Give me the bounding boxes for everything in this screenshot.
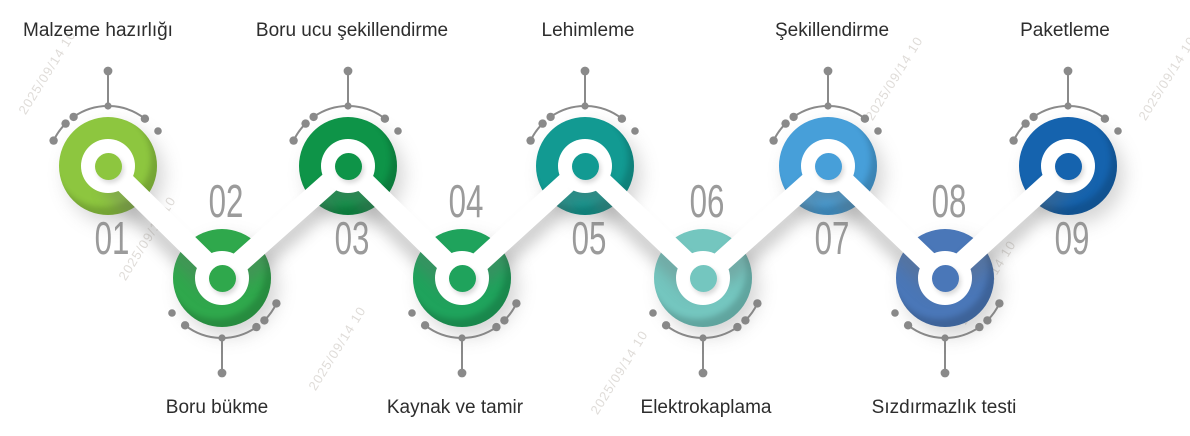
step-center-dot [1054,152,1082,180]
step-center-dot [334,152,362,180]
arc-dots-icon [289,66,402,145]
step-center-dot [208,264,236,292]
compass-arc-decoration [278,61,418,161]
compass-arc-decoration [633,283,773,383]
step-center-dot [571,152,599,180]
compass-arc-decoration [998,61,1138,161]
compass-arc-decoration [758,61,898,161]
step-center-dot [448,264,476,292]
step-center-dot [689,264,717,292]
arc-dots-icon [649,299,762,378]
compass-arc-decoration [38,61,178,161]
compass-arc-decoration [875,283,1015,383]
step-center-dot [94,152,122,180]
compass-arc-decoration [152,283,292,383]
step-label: Sızdırmazlık testi [871,397,1017,418]
step-label: Boru bükme [165,397,269,418]
step-number: 02 [208,175,244,227]
step-center-dot [814,152,842,180]
arc-dots-icon [526,66,639,145]
arc-dots-icon [1009,66,1122,145]
compass-arc-decoration [392,283,532,383]
step-label: Kaynak ve tamir [386,397,524,418]
step-label: Şekillendirme [774,20,890,41]
step-center-dot [931,264,959,292]
arc-dots-icon [769,66,882,145]
step-number: 01 [94,212,130,264]
step-number: 04 [448,175,484,227]
step-number: 09 [1054,212,1090,264]
compass-arc-decoration [515,61,655,161]
step-label: Paketleme [1020,20,1110,41]
step-number: 08 [931,175,967,227]
step-label: Malzeme hazırlığı [23,20,173,41]
arc-dots-icon [168,299,281,378]
step-number: 07 [814,212,850,264]
step-number: 06 [689,175,725,227]
step-label: Elektrokaplama [640,397,772,418]
step-number: 03 [334,212,370,264]
step-label: Boru ucu şekillendirme [255,20,449,41]
arc-dots-icon [408,299,521,378]
arc-dots-icon [49,66,162,145]
step-label: Lehimleme [541,20,635,41]
arc-dots-icon [891,299,1004,378]
step-number: 05 [571,212,607,264]
